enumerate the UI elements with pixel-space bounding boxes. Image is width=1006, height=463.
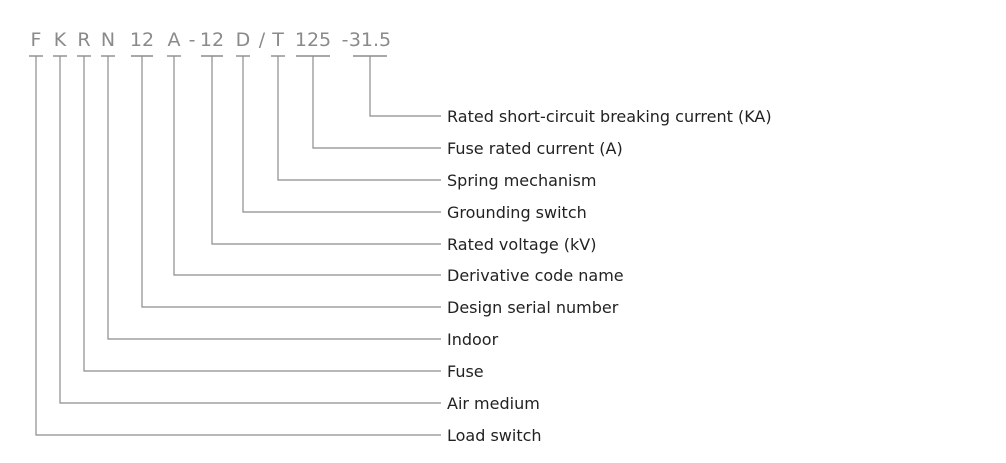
- leader-line: [59, 56, 441, 404]
- legend-label: Derivative code name: [447, 266, 624, 285]
- code-segment: F: [31, 29, 42, 51]
- leader-line: [107, 56, 441, 340]
- legend-labels: Rated short-circuit breaking current (KA…: [447, 107, 772, 445]
- leader-line: [242, 56, 441, 213]
- leader-line: [35, 56, 441, 436]
- code-segment: 125: [295, 29, 331, 51]
- code-segment: T: [271, 29, 284, 51]
- legend-label: Rated voltage (kV): [447, 235, 597, 254]
- code-segment: K: [54, 29, 67, 51]
- legend-label: Fuse rated current (A): [447, 139, 623, 158]
- leader-line: [141, 56, 441, 308]
- legend-label: Load switch: [447, 426, 542, 445]
- legend-label: Spring mechanism: [447, 171, 596, 190]
- code-separator: -: [189, 29, 196, 51]
- code-separator: /: [259, 29, 266, 51]
- leader-line: [173, 56, 441, 276]
- leader-lines: [35, 56, 441, 436]
- legend-label: Rated short-circuit breaking current (KA…: [447, 107, 772, 126]
- code-segment: 12: [130, 29, 154, 51]
- legend-label: Design serial number: [447, 298, 619, 317]
- code-separator: -: [342, 29, 349, 51]
- leader-line: [211, 56, 441, 245]
- legend-label: Grounding switch: [447, 203, 587, 222]
- legend-label: Indoor: [447, 330, 499, 349]
- code-segment: A: [168, 29, 181, 51]
- code-segment: 31.5: [349, 29, 391, 51]
- code-segment: N: [101, 29, 115, 51]
- legend-label: Fuse: [447, 362, 484, 381]
- code-segment: R: [77, 29, 90, 51]
- code-segment: 12: [200, 29, 224, 51]
- code-segment: D: [236, 29, 251, 51]
- leader-line: [312, 56, 441, 149]
- leader-line: [277, 56, 441, 181]
- leader-line: [369, 56, 441, 117]
- leader-line: [83, 56, 441, 372]
- legend-label: Air medium: [447, 394, 540, 413]
